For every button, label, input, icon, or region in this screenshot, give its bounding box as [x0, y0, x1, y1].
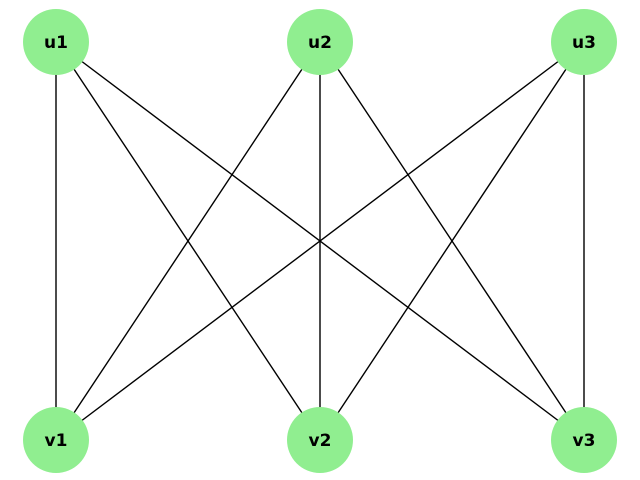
node-circle-u2	[287, 9, 353, 75]
node-v2: v2	[287, 407, 353, 473]
node-circle-u1	[23, 9, 89, 75]
node-v1: v1	[23, 407, 89, 473]
node-circle-v3	[551, 407, 617, 473]
edges-layer	[55, 41, 585, 441]
node-u1: u1	[23, 9, 89, 75]
node-u2: u2	[287, 9, 353, 75]
node-circle-v1	[23, 407, 89, 473]
node-u3: u3	[551, 9, 617, 75]
edge-u2-v1	[55, 41, 321, 441]
node-v3: v3	[551, 407, 617, 473]
node-circle-u3	[551, 9, 617, 75]
edge-u3-v2	[319, 41, 585, 441]
node-circle-v2	[287, 407, 353, 473]
edge-u3-v1	[55, 41, 585, 441]
